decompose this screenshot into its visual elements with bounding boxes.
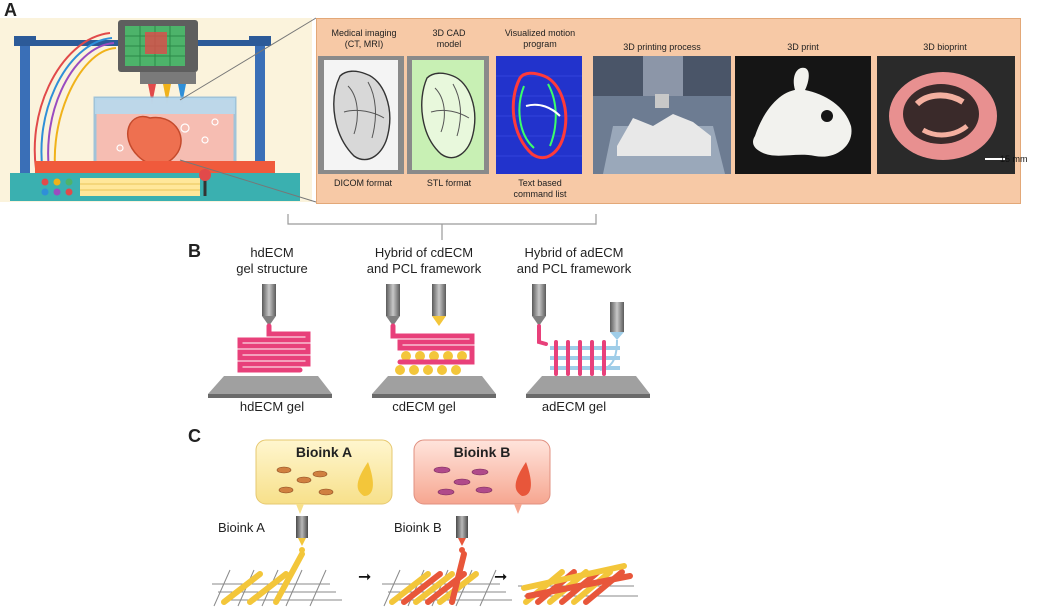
- step-1-format: DICOM format: [333, 178, 392, 188]
- printing-process-photo: [593, 56, 731, 174]
- motion-program-image: [496, 56, 582, 174]
- b-item-3-label: adECM gel: [541, 399, 607, 414]
- scale-bar-label: 15 mm: [1000, 154, 1028, 164]
- arrow-1: ➞: [358, 567, 371, 586]
- bubble-b-title: Bioink B: [453, 444, 511, 460]
- multi-bioink-printing-illustration: ➞ ➞: [212, 516, 638, 607]
- bioink-bubbles: [255, 439, 551, 514]
- step-2-format: STL format: [426, 178, 472, 188]
- b-item-1-label: hdECM gel: [239, 399, 305, 414]
- panel-label-c: C: [188, 426, 201, 446]
- ecm-printing-illustration: [208, 284, 650, 398]
- bioprinter-illustration: [0, 18, 312, 202]
- step-4-title: 3D printing process: [623, 42, 701, 52]
- step-6-title: 3D bioprint: [923, 42, 967, 52]
- step-5-title: 3D print: [787, 42, 819, 52]
- bracket-connector: [287, 214, 597, 240]
- ct-scan-heart-image: [318, 56, 404, 174]
- nozzle-a-label: Bioink A: [218, 520, 265, 535]
- arrow-2: ➞: [494, 567, 507, 586]
- zoom-lines: [179, 17, 317, 203]
- panel-label-a: A: [4, 0, 17, 20]
- step-1-title: Medical imaging(CT, MRI): [331, 28, 397, 49]
- nozzle-b-label: Bioink B: [394, 520, 442, 535]
- 3d-bioprint-photo: [877, 56, 1015, 174]
- cad-model-image: [407, 56, 489, 174]
- bubble-a-title: Bioink A: [295, 444, 353, 460]
- panel-label-b: B: [188, 241, 201, 261]
- 3d-print-photo: [735, 56, 871, 174]
- b-item-2-label: cdECM gel: [392, 399, 456, 414]
